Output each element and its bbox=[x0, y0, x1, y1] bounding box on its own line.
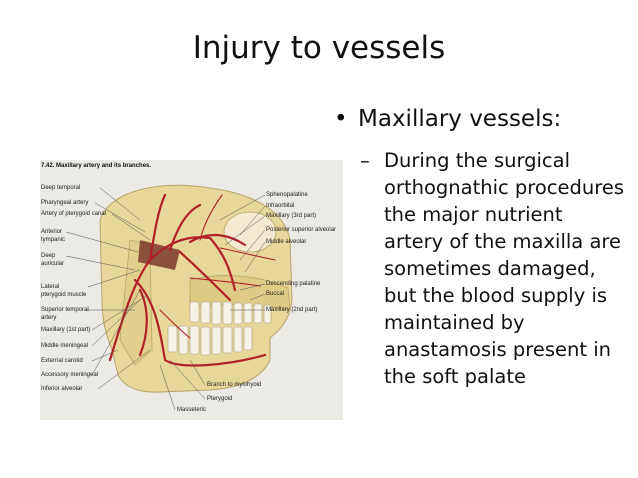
label-pharyngeal-artery: Pharyngeal artery bbox=[41, 200, 89, 206]
slide-title: Injury to vessels bbox=[192, 30, 446, 66]
label-pterygoid: Pterygoid bbox=[207, 396, 233, 402]
label-deep: Deep bbox=[41, 253, 56, 259]
lower-teeth bbox=[167, 325, 253, 356]
label-infraorbital: Infraorbital bbox=[266, 203, 295, 209]
label-external-carotid: External carotid bbox=[41, 358, 83, 364]
label-lateral: Lateral bbox=[41, 284, 60, 290]
sub-bullet-text: During the surgical orthognathic procedu… bbox=[384, 149, 625, 388]
skull-illustration bbox=[65, 184, 293, 411]
leader-lines bbox=[65, 187, 266, 411]
label-inferior-alveolar: Inferior alveolar bbox=[41, 386, 83, 392]
label-artery: artery bbox=[41, 315, 57, 321]
label-anterior: Anterior bbox=[41, 229, 63, 235]
label-middle-alveolar: Middle alveolar bbox=[266, 239, 307, 245]
bullet-text: Maxillary vessels: bbox=[358, 106, 562, 132]
figure-title: 7.42. Maxillary artery and its branches. bbox=[41, 163, 152, 169]
label-pterygoid-muscle: pterygoid muscle bbox=[41, 292, 87, 298]
upper-teeth bbox=[189, 301, 272, 325]
arteries-thin bbox=[159, 194, 276, 339]
label-posterior-superior-alveolar: Posterior superior alveolar bbox=[266, 227, 337, 233]
sub-bullet-marker: – bbox=[360, 149, 370, 172]
label-artery-pterygoid-canal: Artery of pterygoid canal bbox=[41, 211, 107, 217]
label-maxillary-2nd: Maxillary (2nd part) bbox=[266, 307, 318, 313]
label-buccal: Buccal bbox=[266, 291, 285, 297]
label-sphenopalatine: Sphenopalatine bbox=[266, 192, 308, 198]
bullet-marker: • bbox=[334, 106, 348, 132]
label-maxillary-3rd: Maxillary (3rd part) bbox=[266, 213, 317, 219]
label-branch-to-mylohyoid: Branch to mylohyoid bbox=[207, 382, 262, 388]
label-superior-temporal: Superior temporal bbox=[41, 307, 89, 313]
orbit-shape bbox=[223, 211, 277, 253]
label-descending-palatine: Descending palatine bbox=[266, 281, 321, 287]
maxillary-artery-figure: 7.42. Maxillary artery and its branches.… bbox=[40, 160, 343, 420]
label-maxillary-1st: Maxillary (1st part) bbox=[41, 327, 91, 333]
label-tympanic: tympanic bbox=[41, 237, 66, 243]
label-middle-meningeal: Middle meningeal bbox=[41, 343, 89, 349]
label-auricular: auricular bbox=[41, 261, 65, 267]
label-masseteric: Masseteric bbox=[177, 407, 207, 413]
label-deep-temporal: Deep temporal bbox=[41, 185, 81, 191]
label-accessory-meningeal: Accessory meningeal bbox=[41, 372, 99, 378]
